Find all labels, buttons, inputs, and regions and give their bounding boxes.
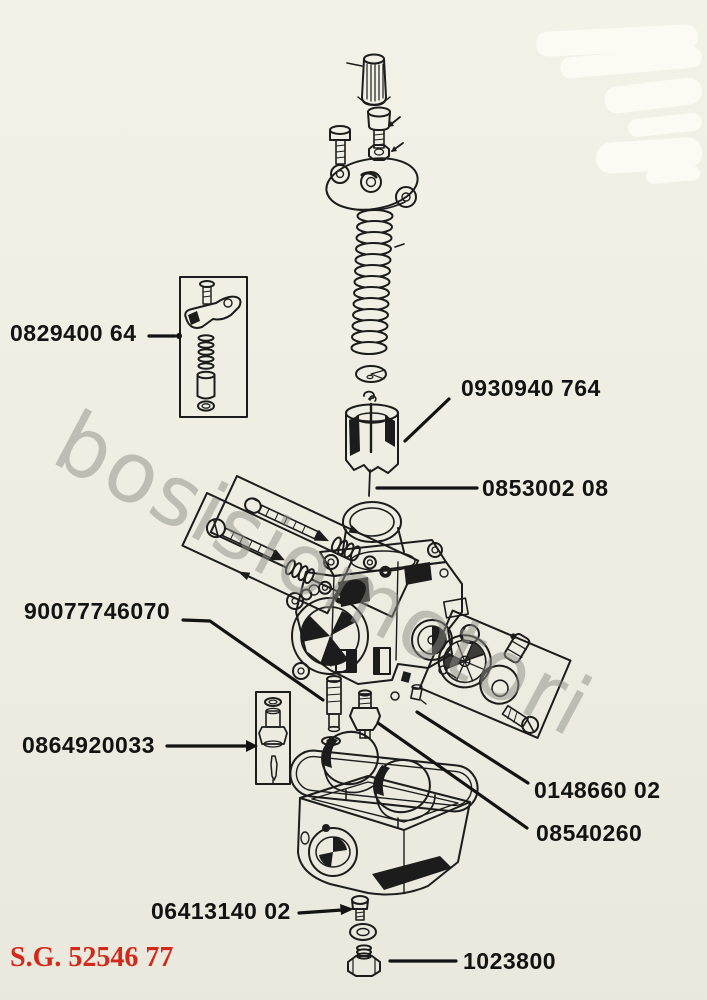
- main-jet-part: [349, 689, 381, 739]
- bottom-nut: [347, 944, 381, 977]
- throttle-slide-part: [345, 395, 399, 497]
- part-label-drain-screw: 06413140 02: [151, 898, 291, 924]
- whiteout-marks: [536, 24, 702, 184]
- part-label-jet-needle: 0853002 08: [482, 475, 609, 501]
- carburetor-top-cap: [325, 157, 419, 212]
- part-label-throttle-slide: 0930940 764: [461, 375, 601, 401]
- pilot-jet-part: [390, 684, 427, 705]
- part-label-choke-kit: 0829400 64: [10, 320, 137, 346]
- cap-bolt: [329, 125, 351, 165]
- needle-clip: [363, 390, 375, 400]
- throttle-spring: [350, 209, 405, 355]
- part-label-needle-jet: 90077746070: [24, 598, 171, 624]
- spring-seat-disc: [355, 365, 387, 383]
- part-label-main-jet: 08540260: [536, 820, 643, 846]
- drain-washer: [349, 923, 377, 941]
- leader-lines: [147, 333, 530, 963]
- part-label-nut: 1023800: [463, 948, 557, 974]
- cable-adjuster: [367, 106, 401, 149]
- float-valve-kit-box: [255, 691, 291, 785]
- idle-screw-kit-box: [181, 475, 420, 618]
- part-label-float-valve-kit: 0864920033: [22, 732, 155, 758]
- part-label-pilot-jet: 0148660 02: [534, 777, 661, 803]
- choke-kit-box: [179, 276, 248, 418]
- float-bowl: [289, 730, 479, 896]
- cable-rubber-cover: [346, 53, 391, 106]
- catalog-code: S.G. 52546 77: [10, 942, 174, 973]
- lock-nut: [368, 142, 404, 161]
- drain-screw-part: [351, 895, 369, 921]
- fuel-inlet-kit-box: [418, 609, 572, 739]
